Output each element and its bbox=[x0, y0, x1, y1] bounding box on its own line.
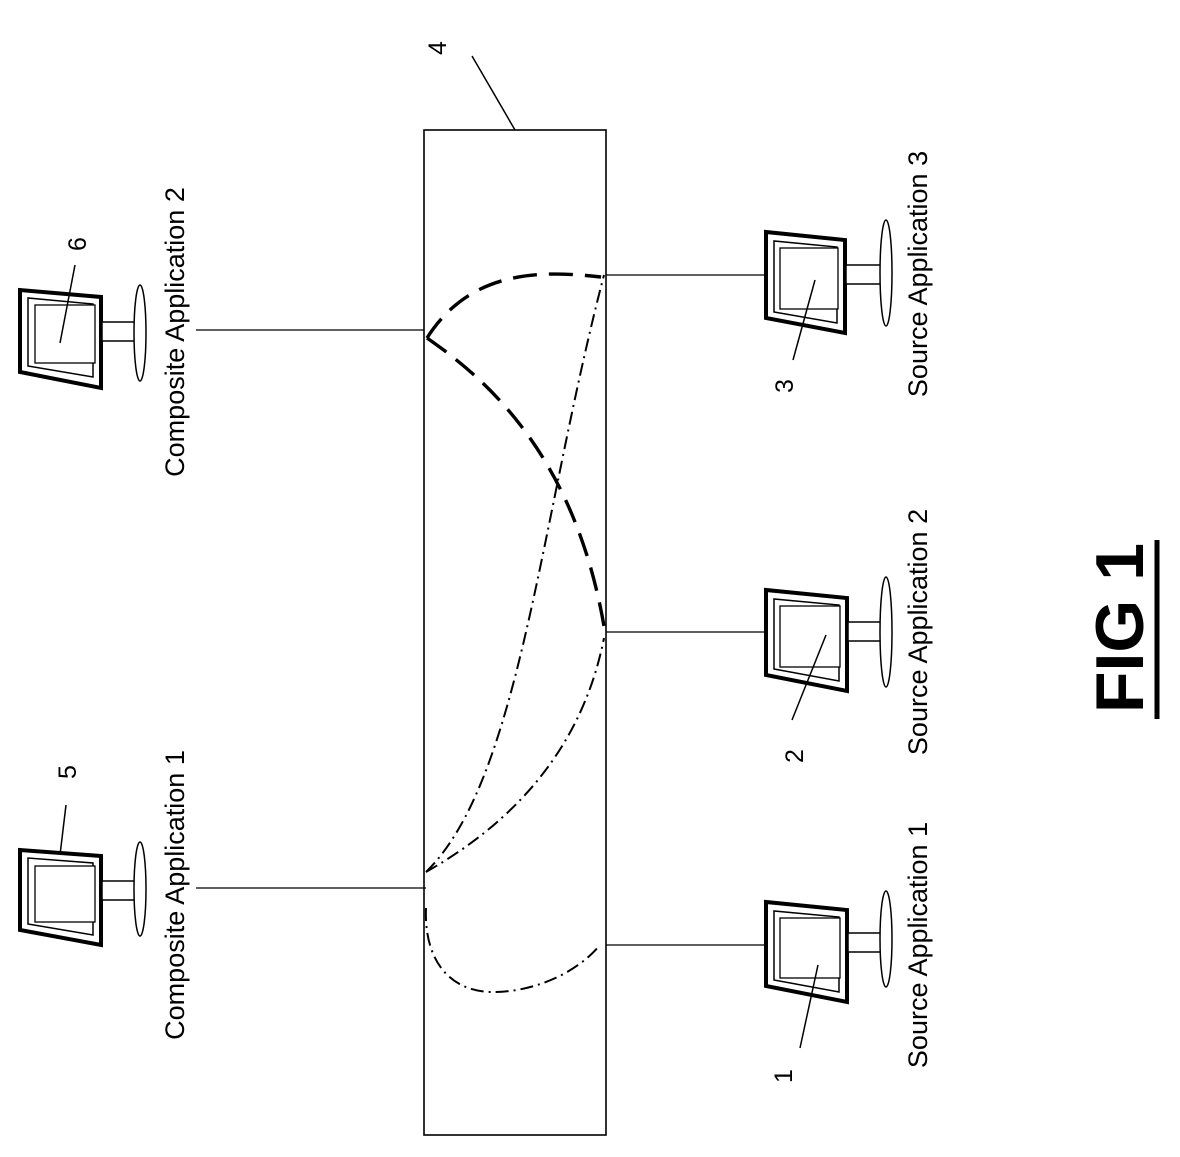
ref-number-2: 2 bbox=[781, 749, 809, 763]
label-composite-application-1: Composite Application 1 bbox=[160, 750, 190, 1040]
computer-icon-source-2 bbox=[766, 577, 892, 691]
ref-number-1: 1 bbox=[770, 1069, 798, 1083]
ref-number-6: 6 bbox=[64, 237, 92, 251]
hub-ref-number: 4 bbox=[424, 41, 452, 55]
ref-5-leader bbox=[60, 805, 66, 855]
figure-caption: FIG 1 bbox=[1082, 543, 1158, 713]
ref-number-3: 3 bbox=[771, 379, 799, 393]
computer-icon-source-1 bbox=[766, 891, 892, 1002]
ref-number-5: 5 bbox=[54, 765, 82, 779]
computer-icon-composite-2 bbox=[20, 285, 146, 388]
dashdot-path-c1-s3 bbox=[426, 275, 604, 872]
dashdot-path-c1-s1 bbox=[426, 908, 600, 992]
hub-leader-line bbox=[472, 56, 515, 130]
computer-icon-composite-1 bbox=[20, 842, 146, 945]
computer-icon-source-3 bbox=[766, 220, 892, 333]
label-composite-application-2: Composite Application 2 bbox=[160, 187, 190, 477]
label-source-application-1: Source Application 1 bbox=[903, 822, 933, 1068]
dashed-path-c2-s3 bbox=[427, 274, 601, 338]
integration-hub-box bbox=[424, 130, 606, 1135]
label-source-application-3: Source Application 3 bbox=[903, 151, 933, 397]
label-source-application-2: Source Application 2 bbox=[903, 509, 933, 755]
